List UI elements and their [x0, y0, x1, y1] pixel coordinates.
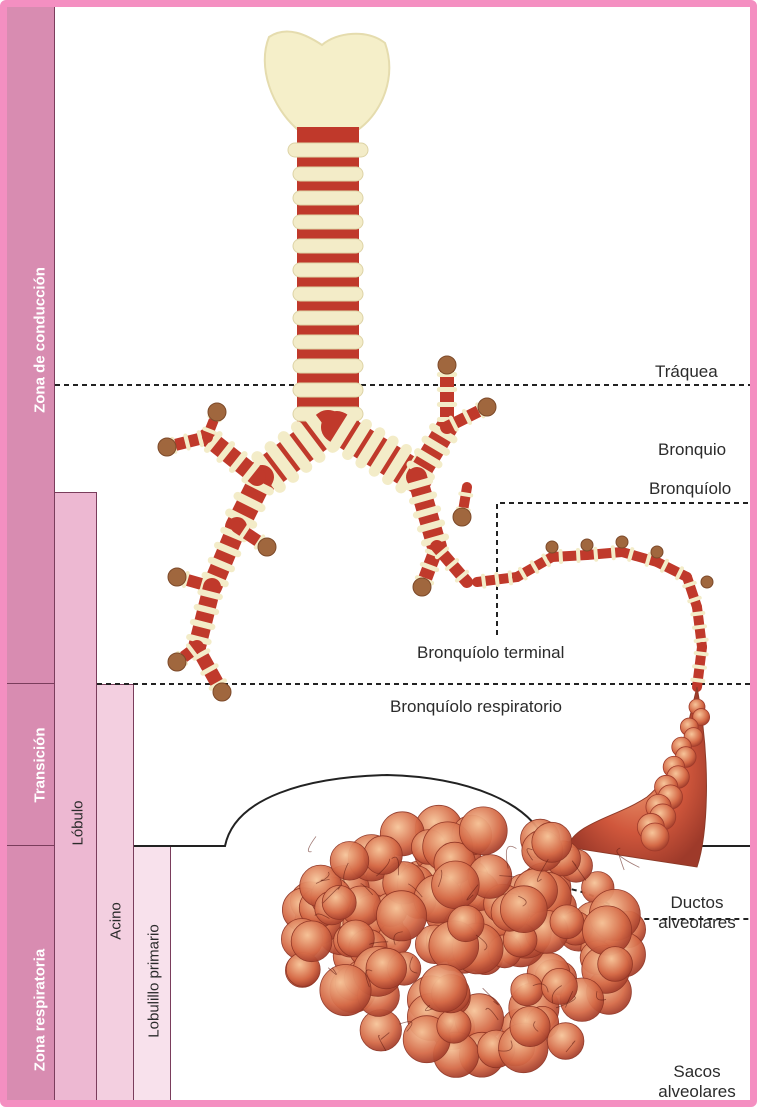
alveolar-sac: [598, 947, 633, 982]
alveolar-sac: [583, 906, 632, 955]
alveolar-sac: [376, 891, 426, 941]
cartilage-band: [510, 572, 511, 583]
bronchiole-tip: [208, 403, 226, 421]
alveolar-sac: [459, 807, 507, 855]
alveolar-sac: [330, 842, 369, 881]
cartilage-band: [483, 576, 484, 587]
alveolar-sac: [420, 965, 467, 1012]
trachea-ring: [293, 311, 363, 325]
alveolar-sac: [500, 886, 547, 933]
bronchiole-tip: [453, 508, 471, 526]
bronchiole-tip: [581, 539, 593, 551]
trachea-ring: [293, 239, 363, 253]
trachea-ring: [293, 167, 363, 181]
alveolar-sac: [532, 822, 572, 862]
cartilage-band: [692, 613, 703, 614]
cartilage-band: [692, 680, 703, 681]
capillary: [308, 836, 316, 851]
cartilage-band: [694, 666, 705, 667]
bronchiole-tip: [701, 576, 713, 588]
alveolar-sac: [364, 836, 403, 875]
capillary: [506, 846, 516, 868]
trachea-label: Tráquea: [655, 362, 718, 382]
alveolar-sac: [510, 1006, 550, 1046]
alveolar-sac: [541, 968, 577, 1004]
alveolar-sac: [322, 886, 356, 920]
trachea-ring: [293, 383, 363, 397]
trachea-ring: [293, 215, 363, 229]
bronchiole-tip: [258, 538, 276, 556]
alveolar-sac: [320, 965, 371, 1016]
alveolar-sac: [547, 1023, 584, 1060]
cartilage-band: [613, 547, 614, 558]
trachea-ring: [288, 143, 368, 157]
alveolar-sac: [366, 948, 407, 989]
bronchiole-tip: [616, 536, 628, 548]
trachea-ring: [293, 287, 363, 301]
cartilage-band: [578, 550, 579, 561]
alveolar-ducts-line1: Ductos: [647, 893, 747, 913]
terminal-bronchiole-label: Bronquíolo terminal: [417, 643, 564, 663]
alveolar-sacs-label: Sacos alveolares: [647, 1062, 747, 1102]
alveolus: [641, 823, 669, 851]
bronchus-label: Bronquio: [658, 440, 726, 460]
alveolar-sacs-line2: alveolares: [647, 1082, 747, 1102]
cartilage-band: [560, 551, 561, 562]
terminal-bronchiole: [587, 552, 622, 555]
cartilage-band: [460, 494, 471, 496]
bronchiole-tip: [651, 546, 663, 558]
alveolar-sac: [437, 1009, 471, 1043]
respiratory-tree-illustration: [7, 7, 757, 1107]
cartilage-band: [694, 626, 705, 627]
capillary: [619, 856, 624, 870]
cartilage-band: [696, 640, 707, 641]
alveolar-sac: [448, 905, 484, 941]
bronchiole-tip: [168, 568, 186, 586]
bronchiole-tip: [158, 438, 176, 456]
bronchiole-tip: [413, 578, 431, 596]
bronchiole-tip: [546, 541, 558, 553]
trachea-ring: [293, 191, 363, 205]
alveolar-sac: [550, 905, 584, 939]
bronchiole-tip: [478, 398, 496, 416]
alveolar-sacs-illustration: [281, 687, 709, 1077]
larynx: [265, 32, 389, 129]
cartilage-band: [595, 549, 596, 560]
alveolar-sac: [511, 974, 543, 1006]
bronchiole-tip: [213, 683, 231, 701]
alveolar-ducts-label: Ductos alveolares: [647, 893, 747, 933]
bronchiole-tip: [438, 356, 456, 374]
alveolar-sacs-line1: Sacos: [647, 1062, 747, 1082]
trachea-ring: [293, 335, 363, 349]
alveolar-sac: [291, 921, 332, 962]
alveolar-ducts-line2: alveolares: [647, 913, 747, 933]
cartilage-band: [696, 653, 707, 654]
trachea-ring: [293, 359, 363, 373]
terminal-bronchiole: [552, 555, 587, 557]
cartilage-band: [496, 574, 497, 585]
bronchiole-tip: [168, 653, 186, 671]
bronchiole-label: Bronquíolo: [649, 479, 731, 499]
respiratory-bronchiole-label: Bronquíolo respiratorio: [390, 697, 562, 717]
trachea-ring: [293, 263, 363, 277]
